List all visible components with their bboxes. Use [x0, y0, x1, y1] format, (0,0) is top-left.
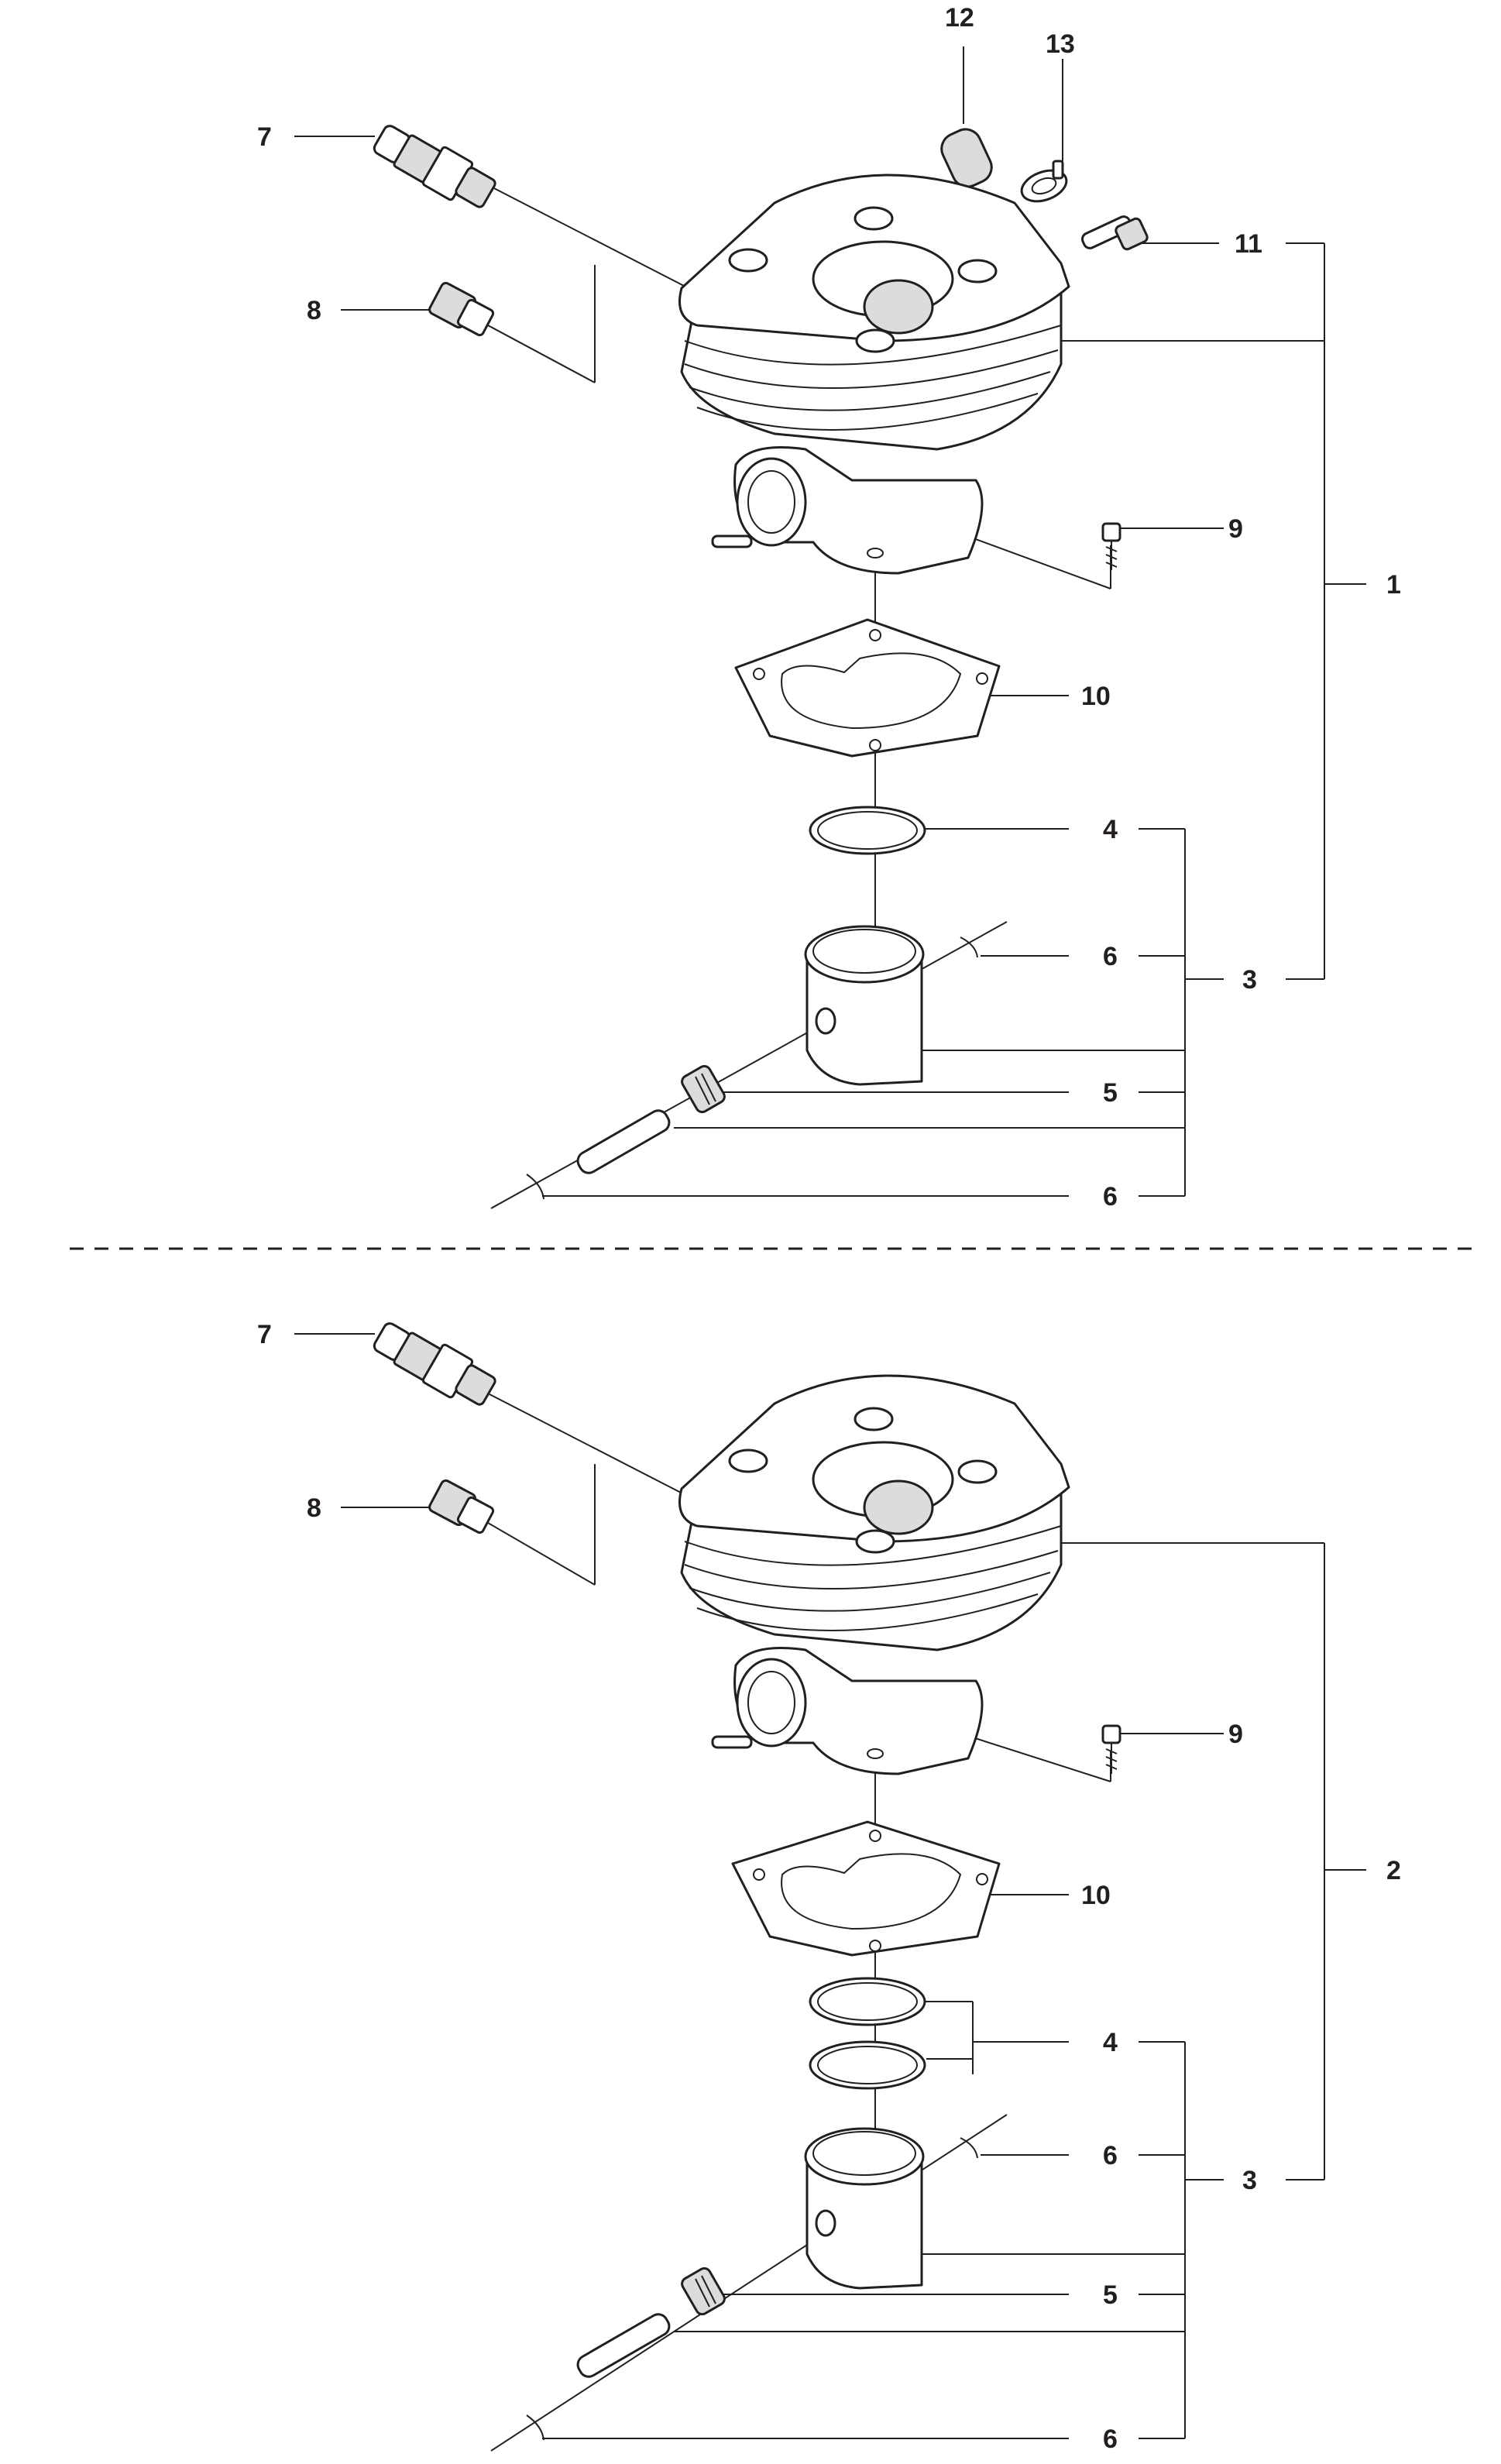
section-top: 12 13 7 11 8 9 1 10 4 6 3 5 6 [257, 3, 1401, 1211]
callout-1: 1 [1386, 570, 1401, 600]
callout-8: 8 [307, 1493, 321, 1523]
callout-5: 5 [1103, 2280, 1118, 2310]
callouts-top: 12 13 7 11 8 9 1 10 4 6 3 5 6 [257, 3, 1401, 1211]
hose-part [940, 128, 993, 188]
circlip-part [960, 936, 978, 958]
cylinder-part [678, 174, 1070, 575]
plug-part [428, 1479, 495, 1534]
callout-5: 5 [1103, 1078, 1118, 1108]
callout-8: 8 [307, 296, 321, 325]
callout-12: 12 [945, 3, 974, 33]
screw-part [1101, 1724, 1121, 1774]
callout-9: 9 [1228, 1720, 1243, 1749]
callout-4: 4 [1103, 815, 1118, 844]
leader-lines-bottom [294, 1333, 1366, 2452]
callouts-bottom: 7 8 9 2 10 4 6 3 5 6 [257, 1320, 1401, 2454]
plug-part [428, 281, 495, 337]
piston-pin-part [576, 1109, 671, 1174]
callout-6: 6 [1103, 942, 1118, 971]
callout-2: 2 [1386, 1856, 1401, 1885]
callout-9: 9 [1228, 514, 1243, 544]
circlip-part [526, 1174, 544, 1200]
callout-6: 6 [1103, 1182, 1118, 1211]
piston-part [804, 925, 925, 1086]
callout-10: 10 [1081, 1881, 1111, 1910]
callout-6: 6 [1103, 2424, 1118, 2454]
gasket-part [731, 1820, 1001, 1957]
callout-13: 13 [1046, 29, 1075, 59]
callout-11: 11 [1235, 229, 1262, 259]
nipple-part [1080, 215, 1149, 251]
needle-bearing-part [681, 2266, 726, 2316]
callout-10: 10 [1081, 682, 1111, 711]
callout-6: 6 [1103, 2141, 1118, 2170]
cylinder-part [678, 1374, 1070, 1775]
gasket-part [734, 618, 1001, 758]
decompression-valve-part [373, 1322, 496, 1406]
callout-3: 3 [1242, 965, 1257, 995]
clamp-part [1020, 160, 1068, 203]
circlip-part [526, 2414, 544, 2441]
section-bottom: 7 8 9 2 10 4 6 3 5 6 [257, 1320, 1401, 2454]
decompression-valve-part [373, 125, 496, 208]
piston-ring-part [809, 2040, 926, 2090]
needle-bearing-part [681, 1064, 726, 1114]
piston-part [804, 2127, 925, 2290]
callout-7: 7 [257, 122, 272, 152]
callout-7: 7 [257, 1320, 272, 1349]
screw-part [1101, 522, 1121, 570]
circlip-part [960, 2137, 978, 2159]
piston-ring-part [809, 1977, 926, 2026]
piston-ring-part [809, 806, 926, 855]
callout-4: 4 [1103, 2028, 1118, 2057]
piston-pin-part [576, 2313, 671, 2378]
callout-3: 3 [1242, 2166, 1257, 2195]
